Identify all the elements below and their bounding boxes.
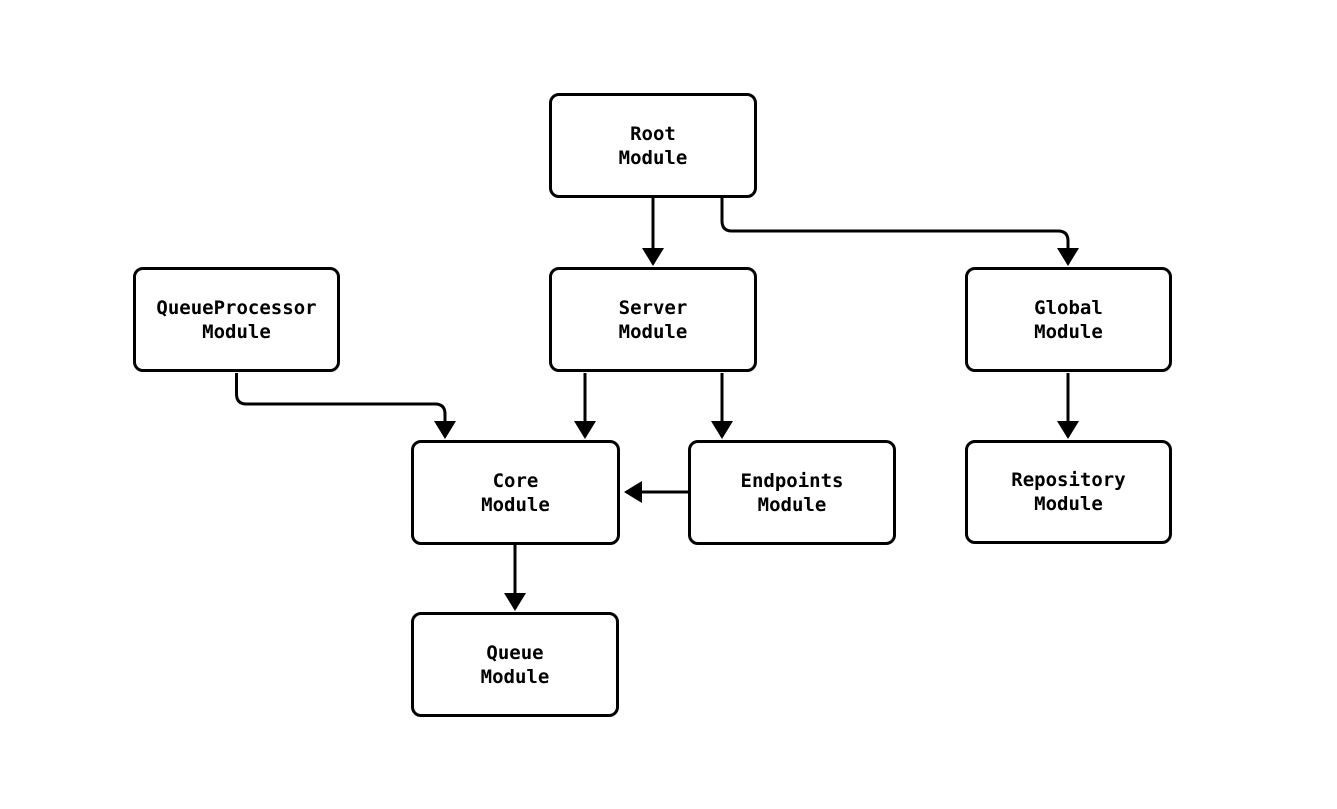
node-endpoints-module-label: Endpoints Module <box>740 469 844 516</box>
node-queue-module: Queue Module <box>411 612 619 717</box>
node-global-module-label: Global Module <box>1034 296 1103 343</box>
node-server-module: Server Module <box>549 267 757 372</box>
node-queueprocessor-module: QueueProcessor Module <box>133 267 340 372</box>
node-queueprocessor-module-label: QueueProcessor Module <box>156 296 317 343</box>
node-queue-module-label: Queue Module <box>480 641 550 688</box>
edge-queueprocessor-to-core <box>235 373 456 439</box>
edge-root-to-global <box>720 198 1079 266</box>
node-endpoints-module: Endpoints Module <box>688 440 896 545</box>
node-server-module-label: Server Module <box>618 296 688 343</box>
node-repository-module-label: Repository Module <box>1011 469 1126 515</box>
node-core-module: Core Module <box>411 440 620 545</box>
node-repository-module: Repository Module <box>965 440 1172 544</box>
node-core-module-label: Core Module <box>481 469 550 516</box>
node-root-module: Root Module <box>549 93 757 198</box>
node-global-module: Global Module <box>965 267 1172 372</box>
node-root-module-label: Root Module <box>618 122 688 169</box>
